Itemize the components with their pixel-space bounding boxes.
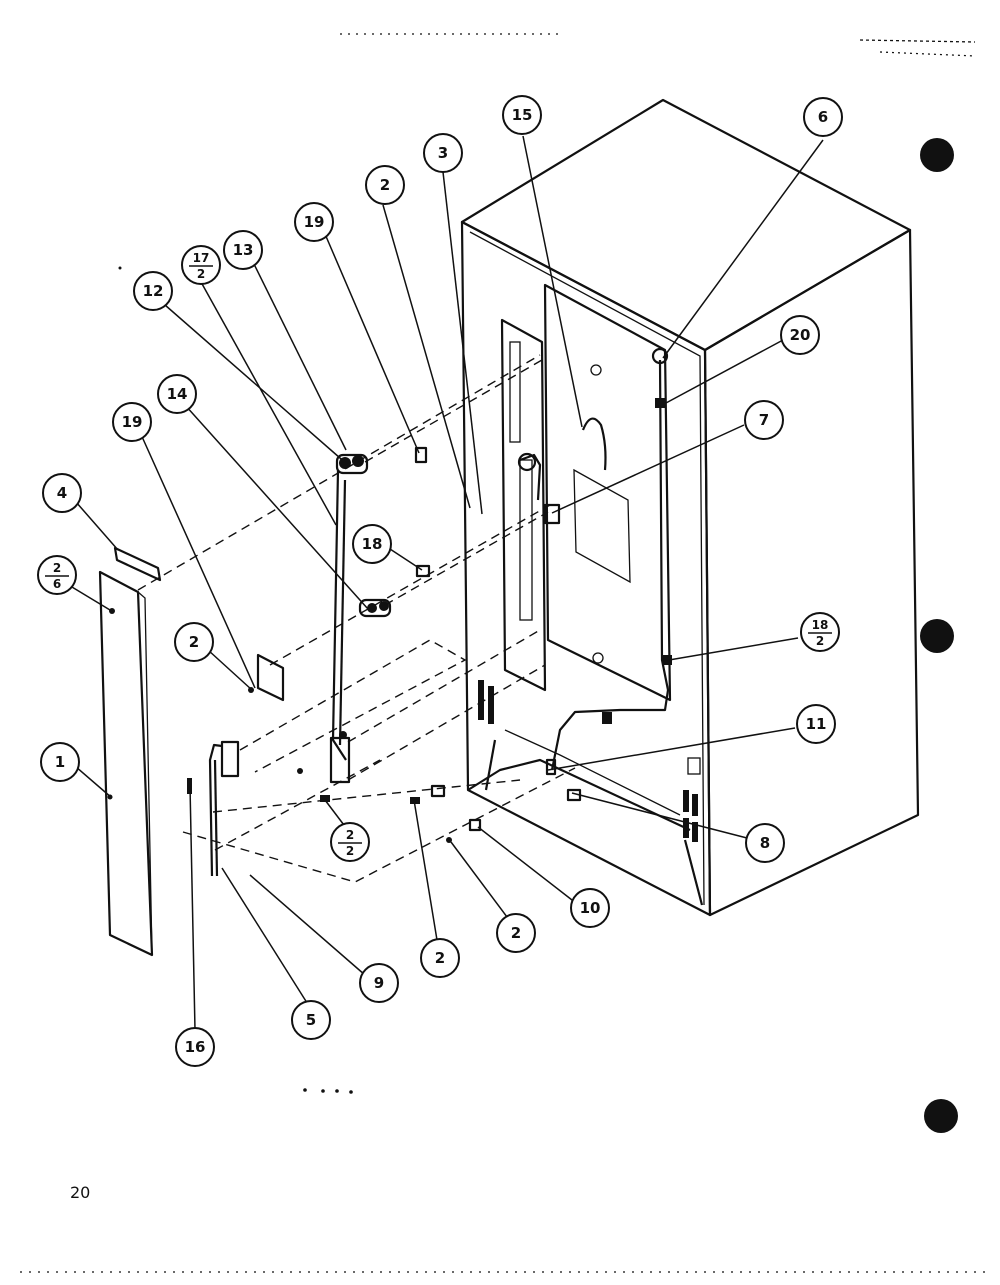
callout-2-over-6: 2 6 [37, 555, 77, 595]
callout-10: 10 [570, 888, 610, 928]
callout-9: 9 [359, 963, 399, 1003]
svg-text:12: 12 [143, 282, 164, 300]
svg-text:13: 13 [233, 241, 254, 259]
binder-hole-bottom [924, 1099, 958, 1133]
callout-18: 18 [352, 524, 392, 564]
tube-fitting [581, 417, 607, 471]
svg-text:18: 18 [362, 535, 383, 553]
back-access-panel [543, 283, 672, 702]
callout-17-over-2: 17 2 [181, 245, 221, 285]
trim-panel [98, 570, 154, 957]
cabinet-back [460, 220, 712, 917]
svg-text:6: 6 [818, 108, 828, 126]
svg-text:1: 1 [55, 753, 65, 771]
svg-text:5: 5 [306, 1011, 316, 1029]
svg-text:15: 15 [512, 106, 533, 124]
binder-holes [920, 138, 958, 1133]
page-number: 20 [70, 1183, 91, 1202]
svg-text:2: 2 [53, 561, 61, 575]
callout-2-over-2: 2 2 [330, 822, 370, 862]
cabinet [460, 98, 920, 917]
svg-text:20: 20 [790, 326, 811, 344]
lower-tube-assembly [187, 740, 582, 877]
svg-text:11: 11 [806, 715, 827, 733]
callout-1: 1 [40, 742, 80, 782]
callout-2-left: 2 [174, 622, 214, 662]
leader-lines [61, 135, 824, 1031]
svg-text:8: 8 [760, 834, 770, 852]
svg-text:2: 2 [189, 633, 199, 651]
svg-text:2: 2 [511, 924, 521, 942]
callout-18-over-2: 18 2 [800, 612, 840, 652]
callout-16: 16 [175, 1027, 215, 1067]
drain-tube [550, 359, 670, 771]
callout-20: 20 [780, 315, 820, 355]
callout-3: 3 [423, 133, 463, 173]
svg-text:4: 4 [57, 484, 67, 502]
svg-text:3: 3 [438, 144, 448, 162]
svg-text:6: 6 [53, 577, 61, 591]
binder-hole-top [920, 138, 954, 172]
callout-13: 13 [223, 230, 263, 270]
svg-text:19: 19 [122, 413, 143, 431]
callout-11: 11 [796, 704, 836, 744]
scan-dots [118, 266, 353, 1094]
svg-text:14: 14 [167, 385, 188, 403]
callout-19-left: 19 [112, 402, 152, 442]
callout-15: 15 [502, 95, 542, 135]
assembly-lines [137, 354, 576, 883]
svg-text:9: 9 [374, 974, 384, 992]
bracket-plate [248, 653, 285, 702]
scan-noise-top [20, 33, 990, 1273]
callout-8: 8 [745, 823, 785, 863]
svg-text:2: 2 [380, 176, 390, 194]
callouts: 1 2 2 2 2 3 4 5 6 7 8 9 10 11 12 13 14 1… [37, 95, 843, 1067]
callout-12: 12 [133, 271, 173, 311]
svg-text:16: 16 [185, 1038, 206, 1056]
harness-assembly [329, 446, 431, 784]
callout-7: 7 [744, 400, 784, 440]
svg-text:2: 2 [346, 828, 354, 842]
svg-text:18: 18 [812, 618, 829, 632]
svg-text:2: 2 [197, 267, 205, 281]
svg-text:2: 2 [816, 634, 824, 648]
svg-text:2: 2 [435, 949, 445, 967]
svg-text:17: 17 [193, 251, 210, 265]
svg-text:10: 10 [580, 899, 601, 917]
callout-2-bottom-b: 2 [496, 913, 536, 953]
callout-2-top: 2 [365, 165, 405, 205]
panel-cap [113, 546, 162, 582]
callout-5: 5 [291, 1000, 331, 1040]
binder-hole-middle [920, 619, 954, 653]
svg-text:2: 2 [346, 844, 354, 858]
callout-6: 6 [803, 97, 843, 137]
back-channel [500, 318, 547, 692]
callout-19-top: 19 [294, 202, 334, 242]
svg-text:7: 7 [759, 411, 769, 429]
svg-text:19: 19 [304, 213, 325, 231]
callout-14: 14 [157, 374, 197, 414]
cabinet-top [460, 98, 912, 352]
callout-4: 4 [42, 473, 82, 513]
callout-2-bottom-a: 2 [420, 938, 460, 978]
